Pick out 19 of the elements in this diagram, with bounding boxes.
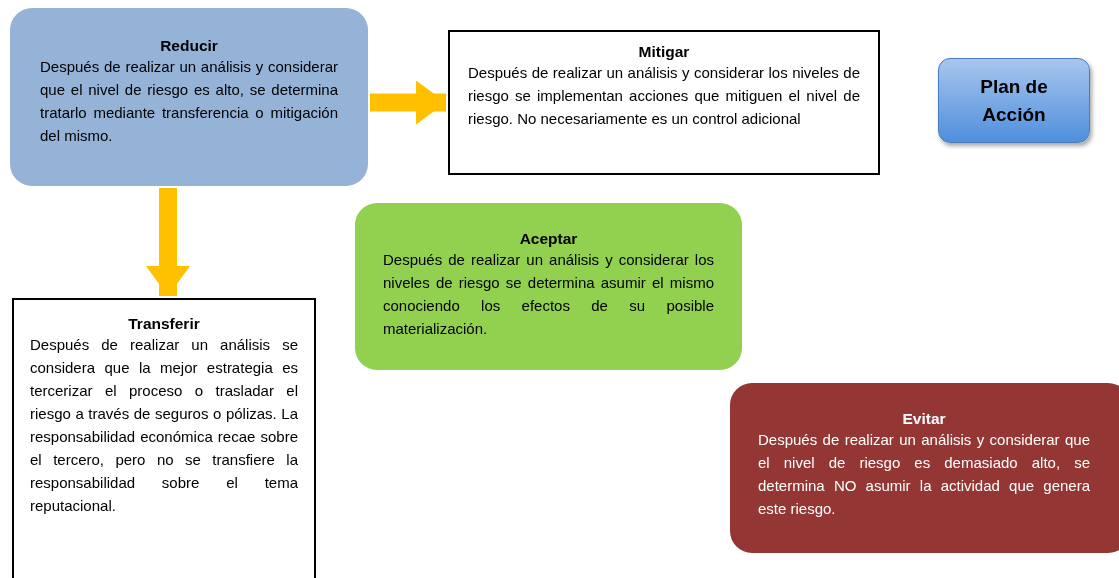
box-description: Después de realizar un análisis y considerar los niveles de riesgo se implementan acciones que mitiguen el nivel de riesgo. No necesariamente es un control adicional <box>468 63 860 129</box>
box-heading: Mitigar <box>637 42 691 61</box>
box-heading: Reducir <box>159 36 219 55</box>
action-button-box <box>938 58 1090 143</box>
box-description: Después de realizar un análisis y considerar que el nivel de riesgo es alto, se determina tratarlo mediante transferencia o mitigación del mismo. <box>40 57 338 146</box>
strategy-box <box>10 8 368 186</box>
block-arrow <box>370 80 446 125</box>
box-heading: Evitar <box>901 409 947 428</box>
strategy-box <box>730 383 1119 553</box>
box-description: Después de realizar un análisis y considerar que el nivel de riesgo es demasiado alto, se determina NO asumir la actividad que genera este riesgo. <box>758 430 1090 519</box>
box-description: Después de realizar un análisis y considerar los niveles de riesgo se determina asumir el mismo conociendo los efectos de su posible materialización. <box>383 250 714 339</box>
strategy-box <box>355 203 742 370</box>
block-arrow <box>146 188 190 296</box>
strategy-box <box>448 30 880 175</box>
box-heading: Aceptar <box>518 229 579 248</box>
box-heading: Transferir <box>127 314 201 333</box>
strategy-box <box>12 298 316 578</box>
box-description: Después de realizar un análisis se considera que la mejor estrategia es tercerizar el proceso o trasladar el riesgo a través de seguros o pólizas. La responsabilidad económica recae sobre el tercero, pero no se transfiere la responsabilidad sobre el tema reputacional. <box>30 335 298 516</box>
box-heading: Plan de Acción <box>979 74 1049 127</box>
